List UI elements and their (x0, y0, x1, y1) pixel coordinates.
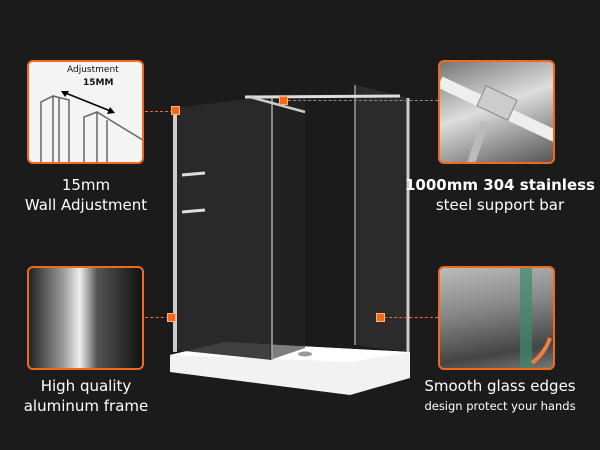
feature-3-title: High quality (40, 377, 132, 395)
feature-1-caption: 15mm Wall Adjustment (0, 175, 172, 215)
leader-line-2 (288, 100, 438, 101)
inset-aluminum-frame (27, 266, 144, 370)
leader-line-1 (145, 111, 173, 112)
feature-2-subtitle: steel support bar (435, 196, 565, 214)
glass-panel-right (355, 85, 408, 352)
shelf-1 (181, 171, 206, 177)
hotspot-4 (376, 313, 385, 322)
feature-4-subtitle: design protect your hands (424, 399, 576, 413)
feature-1-subtitle: Wall Adjustment (24, 196, 148, 214)
support-bar (244, 94, 401, 99)
leader-line-4 (384, 317, 438, 318)
feature-2-title: 1000mm 304 stainless (405, 176, 595, 194)
leader-line-3 (145, 317, 169, 318)
inset-support-bar (438, 60, 555, 164)
glass-panel-left (175, 96, 272, 360)
feature-4-title: Smooth glass edges (424, 377, 576, 395)
drain (298, 351, 312, 357)
hotspot-2 (279, 96, 288, 105)
shelf-2 (181, 208, 206, 214)
hotspot-3 (167, 313, 176, 322)
feature-1-title: 15mm (61, 176, 111, 194)
hotspot-1 (171, 106, 180, 115)
inset-label-15mm: 15MM (83, 78, 114, 88)
feature-2-caption: 1000mm 304 stainless steel support bar (400, 175, 600, 215)
feature-4-caption: Smooth glass edges design protect your h… (400, 376, 600, 416)
inset-label-adjustment: Adjustment (67, 65, 119, 75)
feature-3-caption: High quality aluminum frame (0, 376, 172, 416)
feature-3-subtitle: aluminum frame (23, 397, 149, 415)
inset-wall-adjustment: Adjustment 15MM (27, 60, 144, 164)
inset-glass-edge (438, 266, 555, 370)
